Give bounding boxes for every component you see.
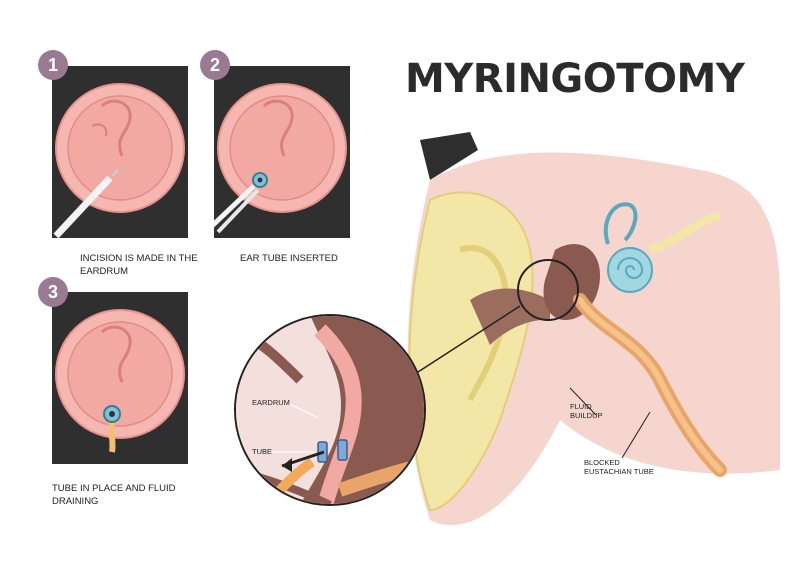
step-3-panel	[52, 292, 188, 464]
step-1-caption-line2: EARDRUM	[80, 266, 129, 277]
step-2-caption-line1: EAR TUBE INSERTED	[240, 253, 338, 264]
step-1-panel	[52, 66, 188, 238]
step-3-badge: 3	[38, 277, 68, 307]
callout-label-tube: TUBE	[252, 447, 273, 456]
label-fluid-line1: FLUID	[570, 402, 592, 411]
label-blocked-line1: BLOCKED	[584, 458, 620, 467]
page-title: MYRINGOTOMY	[405, 56, 745, 102]
step-1-caption-line1: INCISION IS MADE IN THE	[80, 253, 198, 264]
ear-tube-insertion-illustration	[214, 83, 347, 234]
label-blocked-line2: EUSTACHIAN TUBE	[584, 467, 654, 476]
step-1-caption: INCISION IS MADE IN THE EARDRUM	[80, 252, 200, 278]
step-2-caption: EAR TUBE INSERTED	[240, 252, 370, 265]
step-2-badge: 2	[200, 50, 230, 80]
tube-draining-illustration	[55, 309, 185, 453]
step-3-caption-line2: DRAINING	[52, 496, 99, 507]
label-blocked-eustachian-tube: BLOCKED EUSTACHIAN TUBE	[584, 458, 654, 476]
step-2-panel	[214, 66, 350, 238]
eardrum-incision-illustration	[53, 83, 185, 238]
callout-label-eardrum: EARDRUM	[252, 398, 290, 407]
step-3-caption: TUBE IN PLACE AND FLUID DRAINING	[52, 482, 192, 508]
step-3-caption-line1: TUBE IN PLACE AND FLUID	[52, 483, 176, 494]
step-1-badge: 1	[38, 50, 68, 80]
label-fluid-buildup: FLUID BUILDUP	[570, 402, 603, 420]
label-fluid-line2: BUILDUP	[570, 411, 603, 420]
